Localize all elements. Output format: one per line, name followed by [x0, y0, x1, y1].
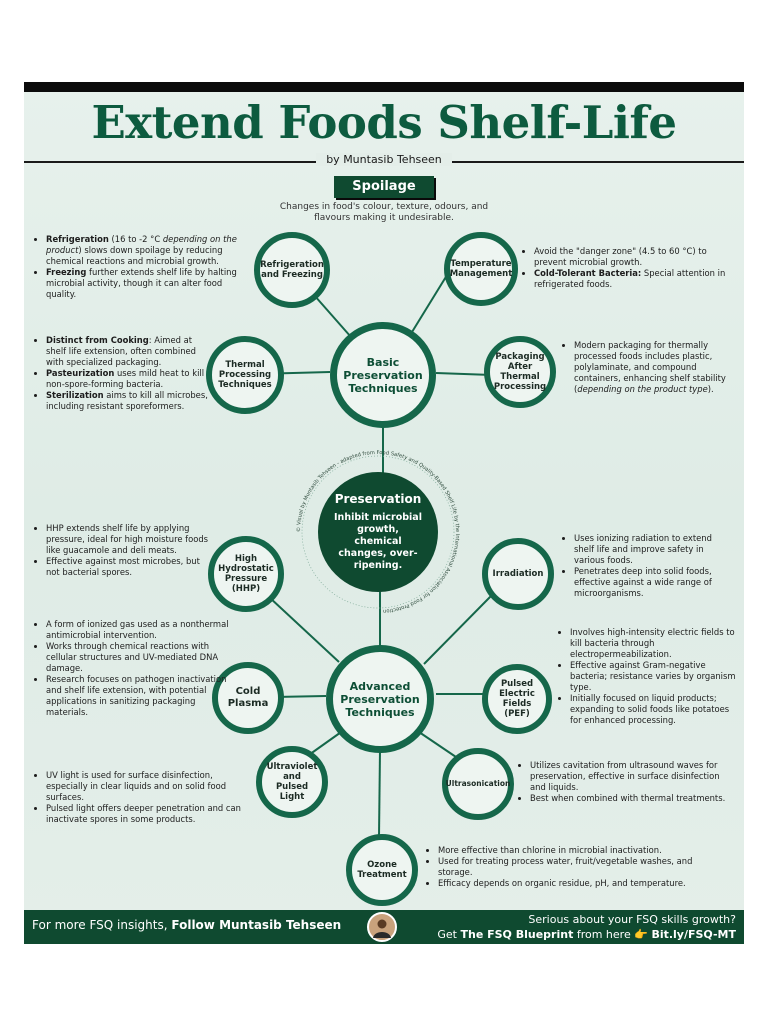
cta-line-1: Serious about your FSQ skills growth? [528, 913, 736, 926]
bullet: Penetrates deep into solid foods, effect… [574, 566, 734, 599]
spoilage-badge: Spoilage [334, 176, 434, 198]
advanced-hub-label: Advanced Preservation Techniques [340, 679, 420, 719]
footer-bar: For more FSQ insights, Follow Muntasib T… [24, 910, 744, 944]
basic-hub-label: Basic Preservation Techniques [343, 355, 423, 395]
preservation-desc: Inhibit microbial growth, chemical chang… [334, 512, 422, 571]
bullet: Cold-Tolerant Bacteria: Special attentio… [534, 268, 729, 290]
temperature-text: Avoid the "danger zone" (4.5 to 60 °C) t… [524, 246, 729, 290]
ultrasonication-text: Utilizes cavitation from ultrasound wave… [520, 760, 730, 804]
bullet: Utilizes cavitation from ultrasound wave… [530, 760, 730, 793]
pef-node: Pulsed Electric Fields (PEF) [482, 664, 552, 734]
cta-line-2: Get The FSQ Blueprint from here 👉 Bit.ly… [437, 928, 736, 941]
pef-text: Involves high-intensity electric fields … [560, 627, 738, 726]
bullet: Works through chemical reactions with ce… [46, 641, 236, 674]
page-title: Extend Foods Shelf-Life [91, 96, 677, 149]
ozone-node: Ozone Treatment [346, 834, 418, 906]
packaging-node: Packaging After Thermal Processing [484, 336, 556, 408]
packaging-label: Packaging After Thermal Processing [493, 352, 547, 392]
refrigeration-text: Refrigeration (16 to -2 °C depending on … [36, 234, 254, 300]
ozone-text: More effective than chlorine in microbia… [428, 845, 728, 889]
hhp-text: HHP extends shelf life by applying press… [36, 523, 214, 578]
top-bar [24, 82, 744, 92]
irradiation-label: Irradiation [492, 569, 544, 579]
bullet: Distinct from Cooking: Aimed at shelf li… [46, 335, 208, 368]
bullet: Involves high-intensity electric fields … [570, 627, 738, 660]
temperature-label: Temperature Management [449, 259, 513, 279]
bullet: Efficacy depends on organic residue, pH,… [438, 878, 728, 889]
blueprint-link[interactable]: Bit.ly/FSQ-MT [651, 928, 736, 941]
bullet: Effective against most microbes, but not… [46, 556, 214, 578]
author-avatar [367, 912, 397, 942]
plasma-node: Cold Plasma [212, 662, 284, 734]
thermal-label: Thermal Processing Techniques [218, 360, 272, 390]
bullet: HHP extends shelf life by applying press… [46, 523, 214, 556]
bullet: More effective than chlorine in microbia… [438, 845, 728, 856]
plasma-label: Cold Plasma [227, 686, 269, 709]
bullet: Pasteurization uses mild heat to kill no… [46, 368, 208, 390]
avatar-person-icon [373, 919, 391, 938]
plasma-text: A form of ionized gas used as a nontherm… [36, 619, 236, 718]
hhp-node: High Hydrostatic Pressure (HHP) [208, 536, 284, 612]
infographic-poster: Extend Foods Shelf-Life by Muntasib Tehs… [24, 82, 744, 944]
bullet: Pulsed light offers deeper penetration a… [46, 803, 254, 825]
bullet: Sterilization aims to kill all microbes,… [46, 390, 208, 412]
uv-label: Ultraviolet and Pulsed Light [266, 762, 318, 802]
refrigeration-label: Refrigeration and Freezing [260, 260, 324, 280]
connector-packaging [435, 372, 493, 376]
hhp-label: High Hydrostatic Pressure (HHP) [218, 554, 274, 594]
ring-caption-text: © Visual by Muntasib Tehseen - adapted f… [295, 450, 460, 614]
ultrasonication-label: Ultrasonication [445, 779, 511, 788]
basic-hub: Basic Preservation Techniques [330, 322, 436, 428]
byline-text: by Muntasib Tehseen [316, 153, 452, 166]
refrigeration-node: Refrigeration and Freezing [254, 232, 330, 308]
preservation-center: Preservation Inhibit microbial growth, c… [318, 472, 438, 592]
preservation-title: Preservation [334, 492, 422, 506]
thermal-text: Distinct from Cooking: Aimed at shelf li… [36, 335, 208, 412]
bullet: Best when combined with thermal treatmen… [530, 793, 730, 804]
bullet: Uses ionizing radiation to extend shelf … [574, 533, 734, 566]
connector-irradiation [423, 595, 492, 665]
bullet: Research focuses on pathogen inactivatio… [46, 674, 236, 718]
connector-ultrasonication [418, 731, 457, 758]
center-ring [301, 455, 455, 609]
bullet: UV light is used for surface disinfectio… [46, 770, 254, 803]
pef-label: Pulsed Electric Fields (PEF) [499, 679, 535, 719]
uv-text: UV light is used for surface disinfectio… [36, 770, 254, 825]
irradiation-text: Uses ionizing radiation to extend shelf … [564, 533, 734, 599]
bullet: A form of ionized gas used as a nontherm… [46, 619, 236, 641]
pointing-hand-icon: 👉 [634, 928, 648, 941]
bullet: Freezing further extends shelf life by h… [46, 267, 254, 300]
bullet: Avoid the "danger zone" (4.5 to 60 °C) t… [534, 246, 729, 268]
ozone-label: Ozone Treatment [357, 860, 407, 880]
temperature-node: Temperature Management [444, 232, 518, 306]
ultrasonication-node: Ultrasonication [442, 748, 514, 820]
bullet: Modern packaging for thermally processed… [574, 340, 736, 395]
follow-link[interactable]: Follow Muntasib Tehseen [171, 918, 342, 932]
bullet: Used for treating process water, fruit/v… [438, 856, 728, 878]
thermal-node: Thermal Processing Techniques [206, 336, 284, 414]
uv-node: Ultraviolet and Pulsed Light [256, 746, 328, 818]
svg-text:© Visual by Muntasib Tehseen -: © Visual by Muntasib Tehseen - adapted f… [295, 450, 460, 614]
spoilage-description: Changes in food's colour, texture, odour… [279, 202, 489, 223]
bullet: Initially focused on liquid products; ex… [570, 693, 738, 726]
packaging-text: Modern packaging for thermally processed… [564, 340, 736, 395]
bullet: Refrigeration (16 to -2 °C depending on … [46, 234, 254, 267]
footer-cta: Serious about your FSQ skills growth? Ge… [437, 912, 736, 942]
center-ring-caption: © Visual by Muntasib Tehseen - adapted f… [295, 450, 460, 614]
irradiation-node: Irradiation [482, 538, 554, 610]
bullet: Effective against Gram-negative bacteria… [570, 660, 738, 693]
footer-follow: For more FSQ insights, Follow Muntasib T… [32, 918, 342, 932]
connector-ozone [378, 749, 381, 838]
byline: by Muntasib Tehseen [24, 153, 744, 166]
advanced-hub: Advanced Preservation Techniques [326, 645, 434, 753]
connector-hhp [268, 596, 340, 663]
